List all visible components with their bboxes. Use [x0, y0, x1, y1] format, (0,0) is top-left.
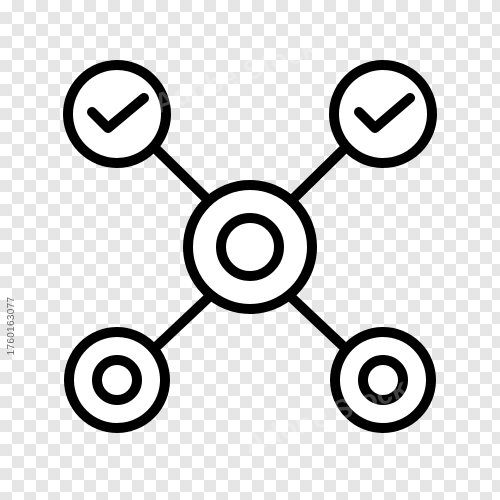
connector-top-left — [152, 145, 213, 205]
check-node-top-right — [329, 60, 437, 168]
central-hub-node — [183, 180, 317, 314]
hub-inner-ring — [216, 213, 284, 281]
connector-bottom-right — [287, 293, 349, 352]
connector-top-right — [287, 145, 348, 205]
node-bottom-right — [330, 327, 436, 433]
node-bottom-left — [64, 327, 170, 433]
checkmark-icon — [354, 93, 415, 133]
check-node-top-left — [63, 60, 171, 168]
stock-image-id: 1760163077 — [6, 296, 17, 356]
checkmark-icon — [87, 93, 149, 133]
connector-bottom-left — [151, 293, 213, 352]
